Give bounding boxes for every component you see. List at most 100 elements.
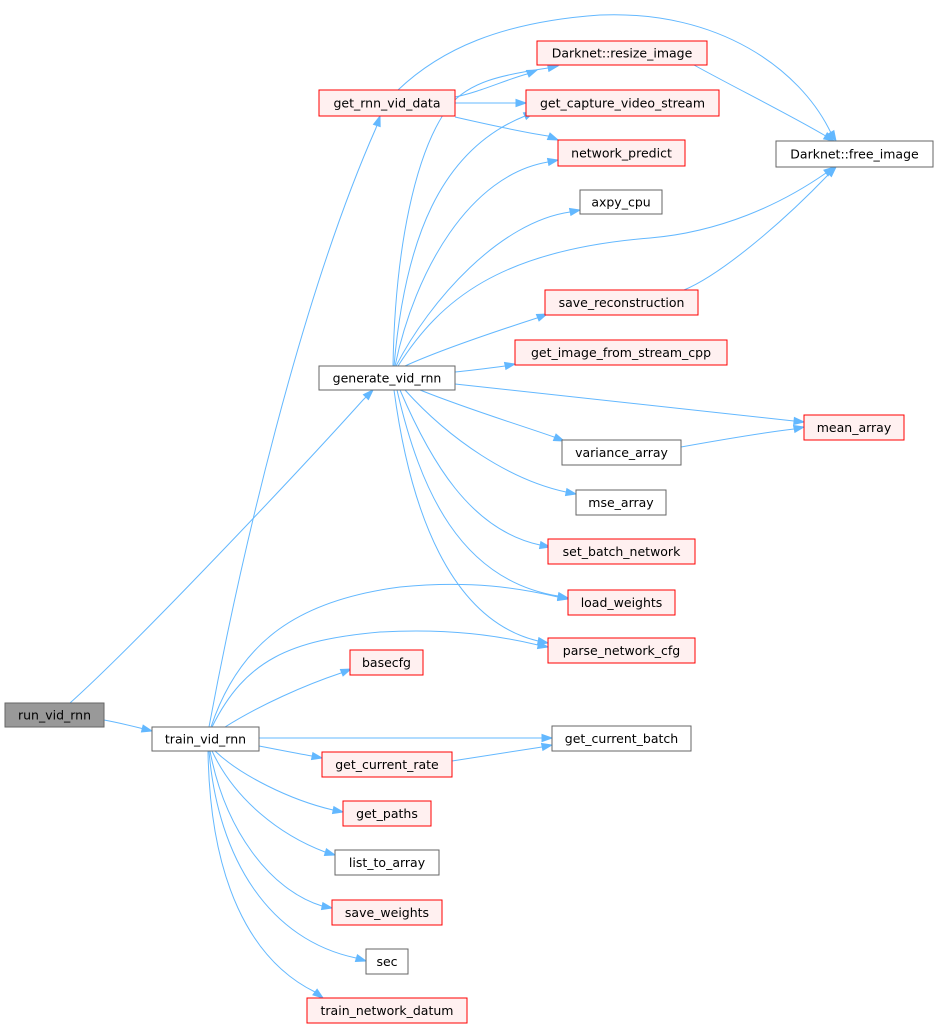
node-box[interactable] (775, 140, 934, 168)
node-load_weights[interactable]: load_weights (567, 589, 676, 616)
node-label: basecfg (362, 655, 411, 670)
node-box[interactable] (4, 702, 105, 728)
edge-arrowhead-icon (556, 592, 570, 602)
edge-train_vid_rnn-to-basecfg (224, 668, 353, 728)
node-box[interactable] (334, 849, 440, 876)
node-box[interactable] (557, 139, 686, 167)
edge-line (209, 750, 333, 909)
node-list_to_array[interactable]: list_to_array (334, 849, 440, 876)
node-variance_array[interactable]: variance_array (561, 439, 682, 466)
node-box[interactable] (321, 751, 453, 778)
edge-resize_image-to-free_image (693, 64, 836, 142)
node-get_capture_video_stream[interactable]: get_capture_video_stream (525, 89, 720, 117)
edge-arrowhead-icon (546, 63, 560, 73)
node-get_rnn_vid_data[interactable]: get_rnn_vid_data (318, 89, 456, 117)
node-label: run_vid_rnn (18, 708, 91, 723)
edge-line (454, 116, 559, 141)
node-label: set_batch_network (563, 544, 681, 559)
edge-arrowhead-icon (535, 313, 549, 322)
node-box[interactable] (567, 589, 676, 616)
node-save_reconstruction[interactable]: save_reconstruction (544, 289, 699, 316)
node-label: save_reconstruction (559, 295, 685, 310)
node-basecfg[interactable]: basecfg (349, 649, 424, 676)
node-box[interactable] (547, 637, 696, 664)
edge-line (393, 389, 549, 644)
edge-arrowhead-icon (540, 742, 554, 752)
node-box[interactable] (151, 726, 260, 752)
edge-train_vid_rnn-to-sec (208, 750, 368, 963)
node-get_current_rate[interactable]: get_current_rate (321, 751, 453, 778)
node-label: train_vid_rnn (165, 732, 246, 747)
node-train_network_datum[interactable]: train_network_datum (306, 997, 468, 1024)
node-label: train_network_datum (321, 1003, 454, 1018)
edge-line (224, 668, 352, 728)
node-box[interactable] (342, 800, 432, 827)
node-box[interactable] (349, 649, 424, 676)
edge-generate_vid_rnn-to-set_batch_network (399, 389, 552, 550)
node-network_predict[interactable]: network_predict (557, 139, 686, 167)
node-label: mse_array (588, 495, 654, 510)
edge-generate_vid_rnn-to-load_weights (396, 389, 570, 601)
node-free_image[interactable]: Darknet::free_image (775, 140, 934, 168)
edge-line (211, 750, 336, 856)
node-box[interactable] (803, 414, 905, 441)
edge-arrowhead-icon (792, 424, 806, 434)
edge-generate_vid_rnn-to-get_capture_video_stream (393, 111, 536, 367)
edge-line (397, 166, 835, 367)
edge-arrowhead-icon (826, 129, 837, 143)
edge-run_vid_rnn-to-generate_vid_rnn (69, 388, 375, 704)
node-box[interactable] (306, 997, 468, 1024)
edge-train_vid_rnn-to-get_current_rate (258, 745, 324, 761)
node-get_image_from_stream_cpp[interactable]: get_image_from_stream_cpp (514, 339, 728, 366)
edge-line (454, 69, 538, 98)
node-box[interactable] (544, 289, 699, 316)
node-sec[interactable]: sec (365, 948, 409, 975)
node-parse_network_cfg[interactable]: parse_network_cfg (547, 637, 696, 664)
node-label: mean_array (817, 420, 892, 435)
node-get_current_batch[interactable]: get_current_batch (551, 725, 692, 752)
node-label: network_predict (571, 146, 672, 161)
node-box[interactable] (575, 489, 667, 516)
node-box[interactable] (525, 89, 720, 117)
node-box[interactable] (365, 948, 409, 975)
edge-arrowhead-icon (822, 131, 836, 142)
node-mse_array[interactable]: mse_array (575, 489, 667, 516)
node-box[interactable] (536, 40, 708, 66)
node-box[interactable] (331, 899, 443, 926)
node-mean_array[interactable]: mean_array (803, 414, 905, 441)
edge-line (454, 383, 805, 423)
node-train_vid_rnn[interactable]: train_vid_rnn (151, 726, 260, 752)
node-generate_vid_rnn[interactable]: generate_vid_rnn (318, 365, 456, 391)
edge-line (210, 583, 569, 728)
node-save_weights[interactable]: save_weights (331, 899, 443, 926)
edge-arrowhead-icon (320, 901, 334, 911)
edge-arrowhead-icon (793, 416, 806, 426)
node-box[interactable] (318, 365, 456, 391)
node-box[interactable] (551, 725, 692, 752)
node-box[interactable] (514, 339, 728, 366)
edge-generate_vid_rnn-to-network_predict (394, 157, 560, 367)
node-box[interactable] (318, 89, 456, 117)
edge-arrowhead-icon (568, 207, 582, 217)
edge-line (208, 750, 367, 962)
node-label: get_capture_video_stream (540, 96, 705, 111)
edge-variance_array-to-mean_array (680, 424, 806, 448)
node-set_batch_network[interactable]: set_batch_network (547, 538, 696, 565)
edge-arrowhead-icon (538, 540, 552, 550)
edge-line (397, 14, 837, 142)
node-box[interactable] (579, 189, 663, 215)
node-get_paths[interactable]: get_paths (342, 800, 432, 827)
edge-line (214, 750, 344, 813)
edge-arrowhead-icon (546, 132, 560, 141)
edge-arrowhead-icon (310, 751, 324, 761)
edge-line (103, 719, 153, 732)
node-box[interactable] (547, 538, 696, 565)
edge-line (404, 389, 577, 495)
node-resize_image[interactable]: Darknet::resize_image (536, 40, 708, 66)
edge-arrowhead-icon (339, 668, 353, 677)
node-axpy_cpu[interactable]: axpy_cpu (579, 189, 663, 215)
node-box[interactable] (561, 439, 682, 466)
edge-train_vid_rnn-to-save_weights (209, 750, 334, 911)
edge-arrowhead-icon (823, 166, 836, 177)
node-run_vid_rnn[interactable]: run_vid_rnn (4, 702, 105, 728)
